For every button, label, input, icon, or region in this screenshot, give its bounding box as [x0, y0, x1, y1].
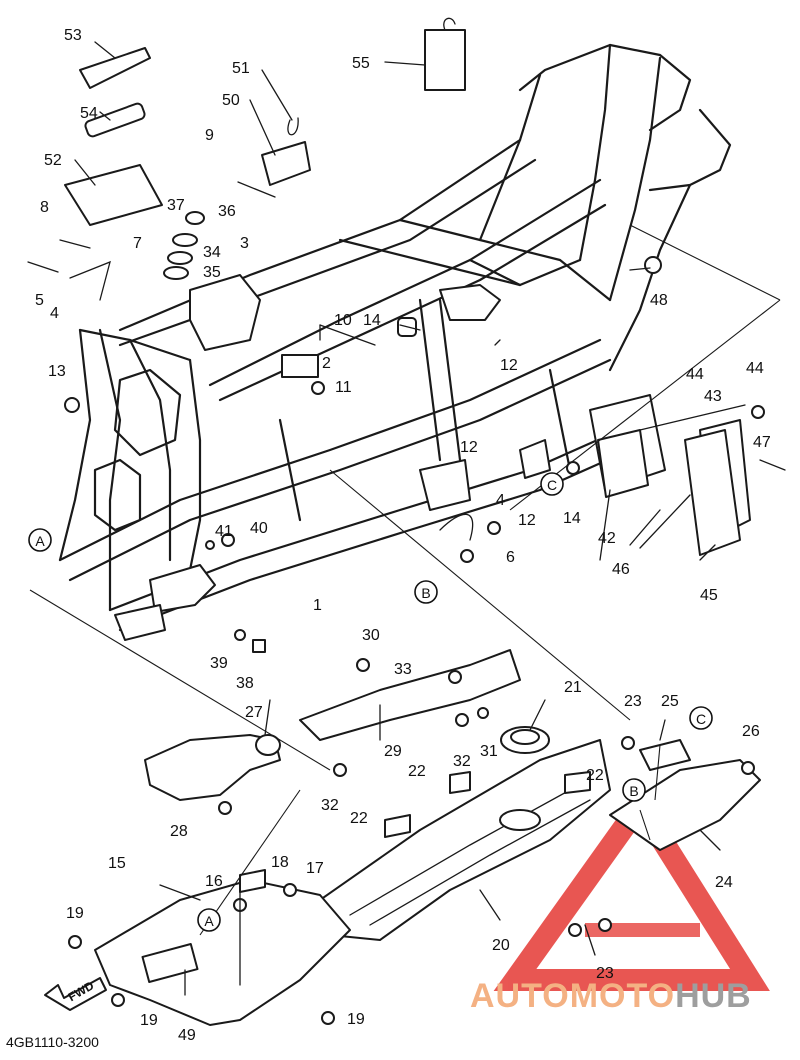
ref-circle-a-lower: A [197, 908, 221, 932]
callout-4-lower: 4 [496, 492, 505, 509]
callout-19-a: 19 [66, 905, 84, 922]
callout-20: 20 [492, 937, 510, 954]
callout-22-a: 22 [408, 763, 426, 780]
callout-4-upper: 4 [50, 305, 59, 322]
callouts: 53 54 52 51 50 55 9 8 37 36 3 7 34 35 5 … [35, 27, 771, 1044]
callout-13: 13 [48, 363, 66, 380]
callout-32-b: 32 [321, 797, 339, 814]
watermark-text: AUTOMOTOHUB [470, 977, 752, 1015]
callout-27: 27 [245, 704, 263, 721]
svg-text:AUTOMOTOHUB: AUTOMOTOHUB [470, 977, 752, 1015]
ref-circle-c-upper: C [540, 472, 564, 496]
ref-circle-b-lower: B [622, 778, 646, 802]
callout-23-upper: 23 [624, 693, 642, 710]
callout-38: 38 [236, 675, 254, 692]
ref-circle-a-upper: A [28, 528, 52, 552]
watermark-triangle [493, 785, 770, 991]
callout-5: 5 [35, 292, 44, 309]
ref-circle-b-upper: B [414, 580, 438, 604]
callout-35: 35 [203, 264, 221, 281]
callout-48: 48 [650, 292, 668, 309]
callout-14-lower: 14 [563, 510, 581, 527]
svg-text:C: C [547, 477, 557, 493]
svg-text:C: C [696, 711, 706, 727]
callout-31: 31 [480, 743, 498, 760]
callout-36: 36 [218, 203, 236, 220]
svg-text:A: A [35, 533, 45, 549]
callout-55: 55 [352, 55, 370, 72]
callout-54: 54 [80, 105, 98, 122]
callout-40: 40 [250, 520, 268, 537]
callout-15: 15 [108, 855, 126, 872]
callout-19-c: 19 [347, 1011, 365, 1028]
callout-2: 2 [322, 355, 331, 372]
callout-37: 37 [167, 197, 185, 214]
callout-18: 18 [271, 854, 289, 871]
callout-25: 25 [661, 693, 679, 710]
ref-circle-c-lower: C [689, 706, 713, 730]
svg-text:B: B [629, 783, 638, 799]
svg-text:A: A [204, 913, 214, 929]
callout-6: 6 [506, 549, 515, 566]
callout-29: 29 [384, 743, 402, 760]
callout-10: 10 [334, 312, 352, 329]
callout-46: 46 [612, 561, 630, 578]
callout-50: 50 [222, 92, 240, 109]
svg-text:B: B [421, 585, 430, 601]
callout-14-upper: 14 [363, 312, 381, 329]
callout-32-a: 32 [453, 753, 471, 770]
callout-53: 53 [64, 27, 82, 44]
callout-12-c: 12 [518, 512, 536, 529]
callout-39: 39 [210, 655, 228, 672]
callout-17: 17 [306, 860, 324, 877]
callout-44-b: 44 [746, 360, 764, 377]
callout-21: 21 [564, 679, 582, 696]
callout-33: 33 [394, 661, 412, 678]
callout-52: 52 [44, 152, 62, 169]
callout-41: 41 [215, 523, 233, 540]
callout-16: 16 [205, 873, 223, 890]
callout-3: 3 [240, 235, 249, 252]
callout-22-b: 22 [586, 767, 604, 784]
callout-1: 1 [313, 597, 322, 614]
diagram-code: 4GB1110-3200 [6, 1034, 99, 1050]
fwd-arrow: FWD [44, 977, 107, 1011]
callout-19-b: 19 [140, 1012, 158, 1029]
callout-23-lower: 23 [596, 965, 614, 982]
main-frame [58, 43, 732, 641]
callout-44-a: 44 [686, 366, 704, 383]
callout-22-c: 22 [350, 810, 368, 827]
callout-8: 8 [40, 199, 49, 216]
battery-box-group [589, 394, 751, 556]
callout-24: 24 [715, 874, 733, 891]
callout-26: 26 [742, 723, 760, 740]
callout-30: 30 [362, 627, 380, 644]
skid-plates-group [68, 649, 761, 1026]
watermark-brand-b: HUB [675, 977, 752, 1015]
callout-42: 42 [598, 530, 616, 547]
callout-12-a: 12 [500, 357, 518, 374]
callout-45: 45 [700, 587, 718, 604]
small-parts-upper [27, 17, 786, 653]
callout-28: 28 [170, 823, 188, 840]
callout-43: 43 [704, 388, 722, 405]
callout-7: 7 [133, 235, 142, 252]
callout-34: 34 [203, 244, 221, 261]
watermark-brand-a: AUTOMOTO [470, 977, 675, 1015]
callout-11: 11 [335, 379, 352, 396]
callout-9: 9 [205, 127, 214, 144]
callout-12-b: 12 [460, 439, 478, 456]
callout-51: 51 [232, 60, 250, 77]
callout-47: 47 [753, 434, 771, 451]
callout-49: 49 [178, 1027, 196, 1044]
